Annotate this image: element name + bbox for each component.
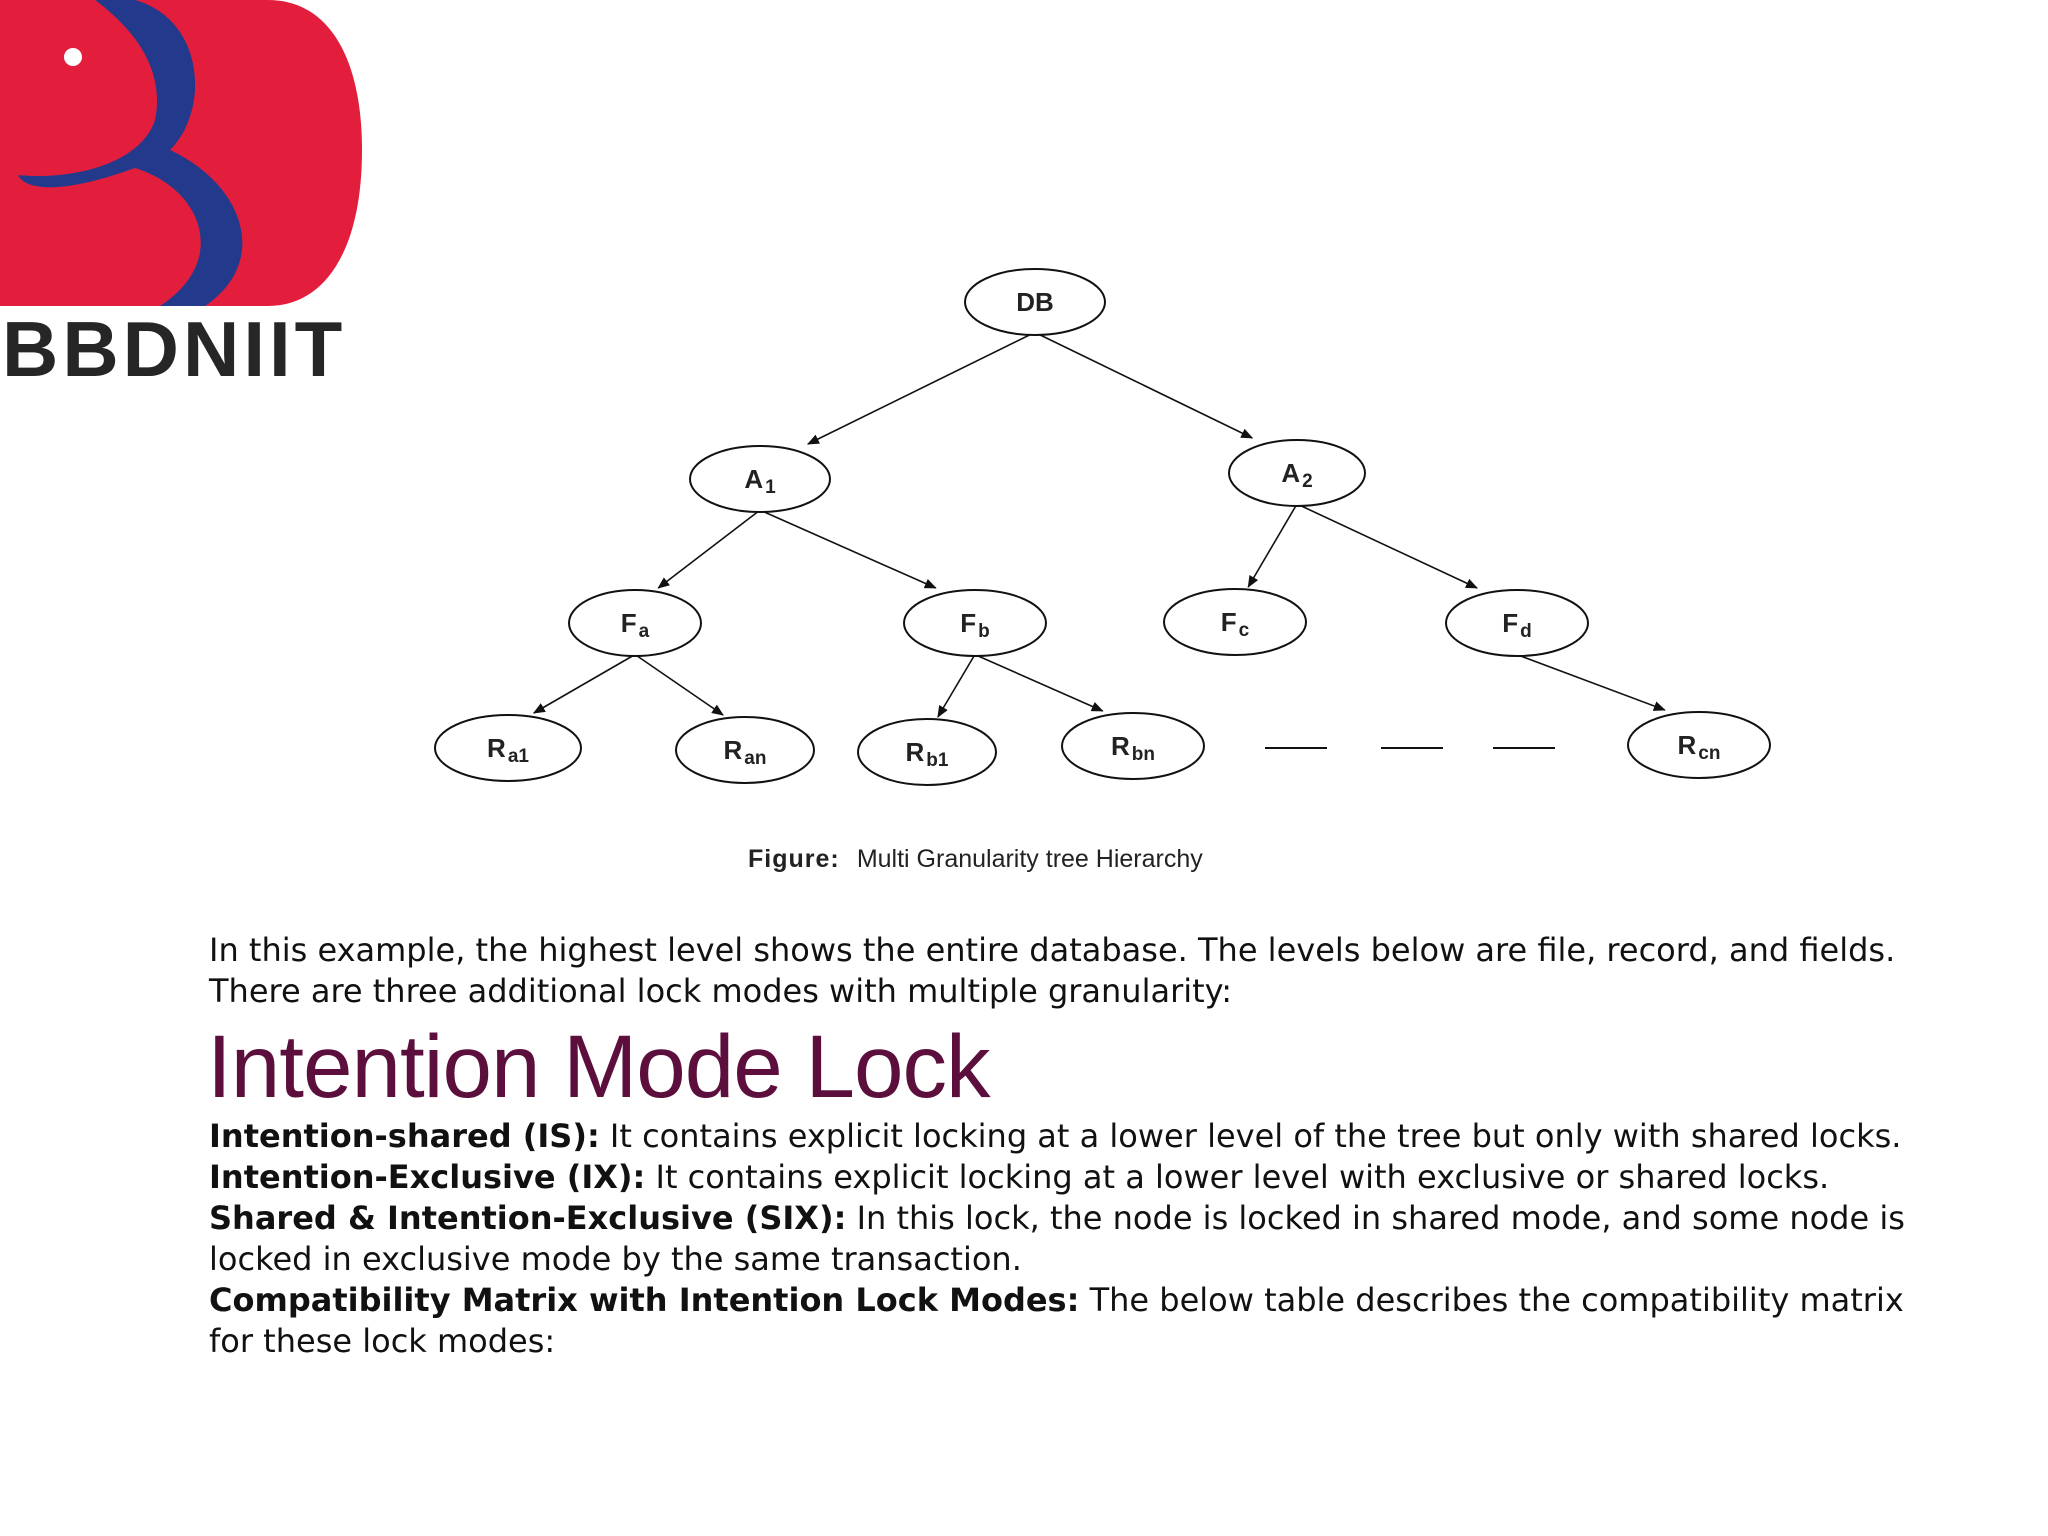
tree-node-label-main: R <box>1111 731 1130 761</box>
definition-compatibility-matrix: Compatibility Matrix with Intention Lock… <box>209 1280 1929 1362</box>
tree-node-ellipse <box>568 589 702 657</box>
logo-wordmark: BBDNIIT <box>2 305 346 385</box>
definition-text: In this lock, the node is locked in shar… <box>209 1199 1905 1278</box>
tree-node-label-subscript: bn <box>1132 744 1155 765</box>
tree-node-label-subscript: 2 <box>1302 471 1313 492</box>
tree-node-ellipse <box>964 268 1106 336</box>
tree-node-label-main: F <box>1221 607 1237 637</box>
tree-node-label-main: F <box>621 608 637 638</box>
tree-node-db: DB <box>964 268 1106 336</box>
tree-node-ellipse <box>1228 439 1366 507</box>
definition-term: Compatibility Matrix with Intention Lock… <box>209 1281 1080 1319</box>
tree-node-ellipse <box>434 714 582 782</box>
tree-edge-fd-rcn <box>1520 655 1666 711</box>
tree-node-label-main: R <box>724 735 743 765</box>
tree-node-label-main: A <box>1281 458 1300 488</box>
tree-node-ellipse <box>675 716 815 784</box>
tree-edge-db-a1 <box>807 334 1030 445</box>
tree-edge-db-a2 <box>1039 334 1254 439</box>
tree-node-label-main: DB <box>1016 287 1054 317</box>
definition-is: Intention-shared (IS): It contains expli… <box>209 1116 1929 1157</box>
tree-node-label-main: A <box>744 464 763 494</box>
bbdniit-logo: BBDNIIT <box>0 0 365 385</box>
definition-six: Shared & Intention-Exclusive (SIX): In t… <box>209 1198 1929 1280</box>
definition-text: The below table describes the compatibil… <box>209 1281 1904 1360</box>
definition-term: Shared & Intention-Exclusive (SIX): <box>209 1199 847 1237</box>
tree-node-label-main: R <box>487 733 506 763</box>
tree-node-label-main: F <box>960 608 976 638</box>
tree-edge-fa-ran <box>636 655 724 716</box>
figure-caption-text: Multi Granularity tree Hierarchy <box>857 845 1203 873</box>
tree-edge-fb-rb1 <box>937 655 975 718</box>
tree-node-label-subscript: cn <box>1698 743 1720 764</box>
figure-caption: Figure: Multi Granularity tree Hierarchy <box>748 845 1203 873</box>
definition-ix: Intention-Exclusive (IX): It contains ex… <box>209 1157 1929 1198</box>
tree-node-label-subscript: an <box>744 748 766 769</box>
tree-edge-fa-ra1 <box>532 655 633 714</box>
section-heading: Intention Mode Lock <box>207 1016 991 1116</box>
tree-node-label-subscript: c <box>1239 620 1250 641</box>
tree-node-label-subscript: 1 <box>765 477 776 498</box>
definition-term: Intention-shared (IS): <box>209 1117 600 1155</box>
bbdniit-logo-mark: BBDNIIT <box>0 0 362 385</box>
tree-node-ellipse <box>1061 712 1205 780</box>
definition-term: Intention-Exclusive (IX): <box>209 1158 646 1196</box>
tree-edge-a1-fa <box>657 511 758 589</box>
intro-lock-modes-line: There are three additional lock modes wi… <box>209 972 1233 1010</box>
tree-node-ellipse <box>1627 711 1771 779</box>
tree-node-ellipse <box>1163 588 1307 656</box>
tree-node-label-subscript: b1 <box>926 750 949 771</box>
tree-node-label-main: R <box>1678 730 1697 760</box>
tree-edge-a2-fc <box>1247 505 1297 588</box>
tree-node-label-subscript: d <box>1520 621 1532 642</box>
intro-paragraph: In this example, the highest level shows… <box>209 931 1896 969</box>
tree-node-ellipse <box>689 445 831 513</box>
tree-node-label-subscript: a <box>639 621 650 642</box>
tree-edge-a2-fd <box>1301 505 1478 589</box>
tree-node-ellipse <box>903 589 1047 657</box>
tree-node-ellipse <box>1445 589 1589 657</box>
tree-node-ellipse <box>857 718 997 786</box>
slide-body: In this example, the highest level shows… <box>207 930 1929 1362</box>
tree-edge-fb-rbn <box>977 655 1104 712</box>
definition-text: It contains explicit locking at a lower … <box>599 1117 1902 1155</box>
tree-node-label-main: F <box>1502 608 1518 638</box>
tree-node-label-main: R <box>906 737 925 767</box>
tree-node-label-subscript: b <box>978 621 990 642</box>
tree-node-label-subscript: a1 <box>508 746 530 767</box>
tree-edge-a1-fb <box>763 511 937 589</box>
figure-caption-label: Figure: <box>748 845 840 873</box>
definition-text: It contains explicit locking at a lower … <box>645 1158 1830 1196</box>
tree-node-label: DB <box>1016 287 1054 317</box>
